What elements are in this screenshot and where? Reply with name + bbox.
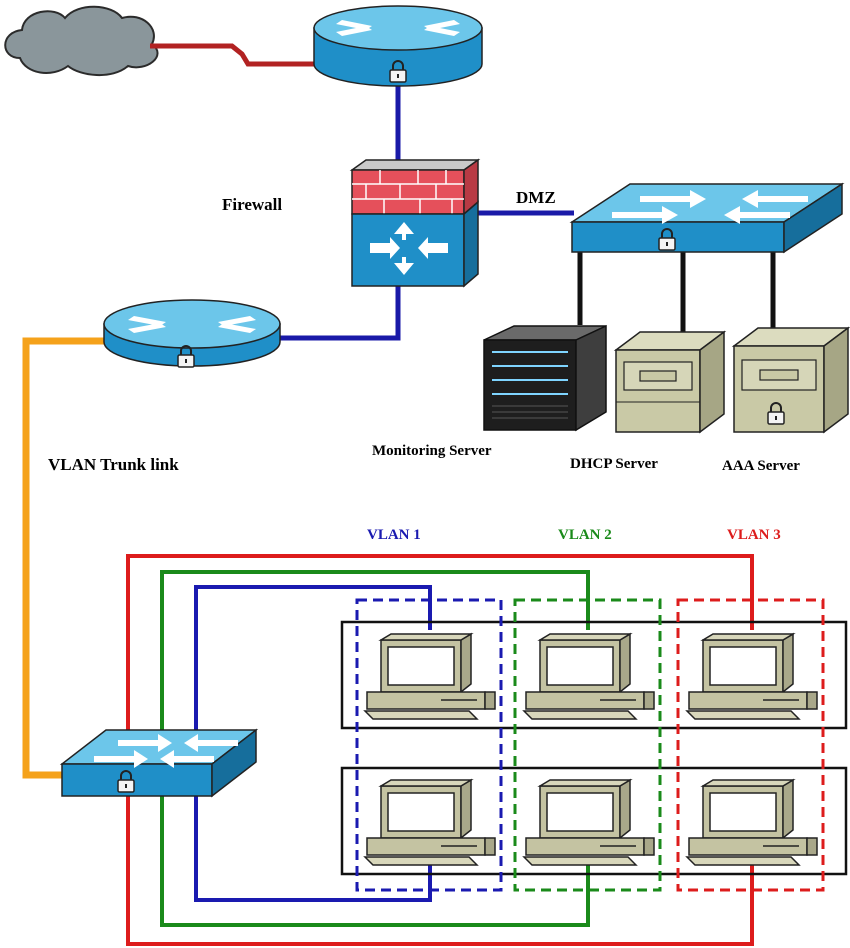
dhcp-server-label: DHCP Server [570, 456, 658, 472]
pc-row-top [340, 620, 848, 730]
vlan1-group [355, 598, 503, 892]
pc-icon [686, 779, 818, 866]
vlan-trunk-label: VLAN Trunk link [48, 455, 179, 474]
monitoring-server-icon [483, 324, 607, 432]
pc-icon [364, 633, 496, 720]
pc-icon [364, 779, 496, 866]
dmz-switch-icon [569, 182, 845, 254]
uplink-firewall-router [278, 284, 401, 341]
vlan2-label: VLAN 2 [558, 527, 612, 543]
pc-icon [686, 633, 818, 720]
vlan1-cable [194, 585, 432, 902]
firewall-label: Firewall [222, 195, 282, 214]
vlan3-group [676, 598, 825, 892]
pc-row-bottom [340, 766, 848, 876]
pc-icon [523, 633, 655, 720]
vlan3-cable [126, 554, 754, 946]
vlan1-label: VLAN 1 [367, 527, 421, 543]
access-switch-icon [59, 728, 259, 798]
wan-link [150, 43, 318, 67]
firewall-icon [349, 158, 481, 288]
vlan3-label: VLAN 3 [727, 527, 781, 543]
dmz-label: DMZ [516, 188, 556, 207]
cloud-icon [4, 5, 159, 77]
dhcp-server-icon [613, 330, 727, 434]
core-router-icon [103, 299, 281, 368]
aaa-server-icon [731, 326, 850, 434]
edge-router-icon [313, 5, 483, 87]
pc-icon [523, 779, 655, 866]
vlan-trunk-link [22, 337, 108, 779]
vlan2-group [513, 598, 662, 892]
aaa-server-label: AAA Server [722, 458, 800, 474]
monitoring-server-label: Monitoring Server [372, 443, 492, 459]
